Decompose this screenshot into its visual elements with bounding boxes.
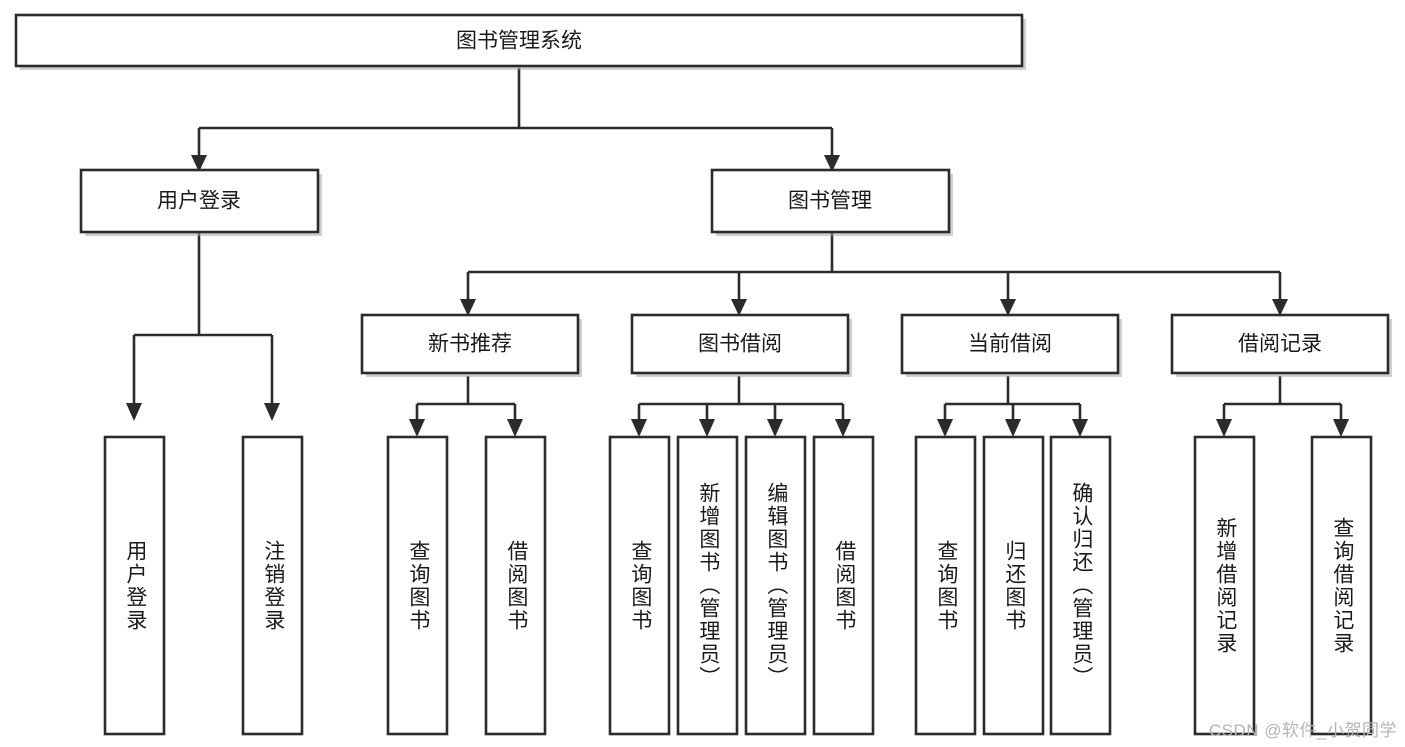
leaf-borrow-2[interactable]	[676, 435, 739, 736]
leaf-record-1[interactable]	[1193, 435, 1256, 736]
leaf-current-3-box[interactable]	[1049, 435, 1112, 736]
leaf-recommend-2-box[interactable]	[484, 435, 547, 736]
connector-userlogin-to-leaves	[126, 233, 280, 421]
node-user-login-box[interactable]	[79, 168, 320, 234]
leaf-borrow-1-box[interactable]	[608, 435, 671, 736]
node-book-management[interactable]: 图书管理	[710, 168, 953, 236]
connector-bookmgmt-to-level3	[460, 233, 1288, 316]
csdn-watermark: CSDN @软件_小贺同学	[1208, 721, 1397, 740]
node-book-borrow-label: 图书借阅	[698, 333, 782, 356]
node-book-management-label: 图书管理	[788, 190, 872, 213]
connector-recommend-to-leaves	[409, 376, 523, 437]
node-borrow-record-label: 借阅记录	[1238, 333, 1322, 356]
leaf-borrow-4[interactable]	[812, 435, 875, 736]
leaf-current-2[interactable]	[982, 435, 1045, 736]
leaf-current-2-box[interactable]	[982, 435, 1045, 736]
leaf-borrow-4-box[interactable]	[812, 435, 875, 736]
node-user-login[interactable]: 用户登录	[79, 168, 322, 236]
leaf-borrow-2-box[interactable]	[676, 435, 739, 736]
node-root[interactable]: 图书管理系统	[14, 13, 1026, 70]
node-new-book-recommend-box[interactable]	[360, 313, 580, 375]
node-user-login-label: 用户登录	[157, 190, 241, 213]
leaf-user-login-2[interactable]	[241, 435, 304, 736]
leaf-borrow-3[interactable]	[744, 435, 807, 736]
connector-borrow-to-leaves	[631, 376, 851, 437]
node-book-borrow-box[interactable]	[630, 313, 850, 375]
leaf-current-1[interactable]	[914, 435, 977, 736]
leaf-record-2-box[interactable]	[1310, 435, 1373, 736]
leaf-recommend-1[interactable]	[386, 435, 449, 736]
leaf-user-login-1[interactable]	[103, 435, 166, 736]
leaf-borrow-3-box[interactable]	[744, 435, 807, 736]
node-borrow-record-box[interactable]	[1170, 313, 1390, 375]
leaf-recommend-1-box[interactable]	[386, 435, 449, 736]
node-new-book-recommend-label: 新书推荐	[428, 333, 512, 356]
connector-root-to-level2	[191, 68, 840, 172]
leaf-record-1-box[interactable]	[1193, 435, 1256, 736]
connector-current-to-leaves	[937, 376, 1088, 437]
node-new-book-recommend[interactable]: 新书推荐	[360, 313, 582, 377]
node-root-box[interactable]	[14, 13, 1024, 68]
node-current-borrow[interactable]: 当前借阅	[900, 313, 1122, 377]
node-borrow-record[interactable]: 借阅记录	[1170, 313, 1392, 377]
leaf-user-login-2-box[interactable]	[241, 435, 304, 736]
leaf-current-1-box[interactable]	[914, 435, 977, 736]
leaf-record-2[interactable]	[1310, 435, 1373, 736]
node-current-borrow-label: 当前借阅	[968, 333, 1052, 356]
connector-record-to-leaves	[1216, 376, 1349, 437]
leaf-borrow-1[interactable]	[608, 435, 671, 736]
node-current-borrow-box[interactable]	[900, 313, 1120, 375]
node-book-borrow[interactable]: 图书借阅	[630, 313, 852, 377]
node-book-management-box[interactable]	[710, 168, 951, 234]
leaf-current-3[interactable]	[1049, 435, 1112, 736]
node-root-label: 图书管理系统	[456, 30, 582, 53]
leaf-user-login-1-box[interactable]	[103, 435, 166, 736]
leaf-recommend-2[interactable]	[484, 435, 547, 736]
